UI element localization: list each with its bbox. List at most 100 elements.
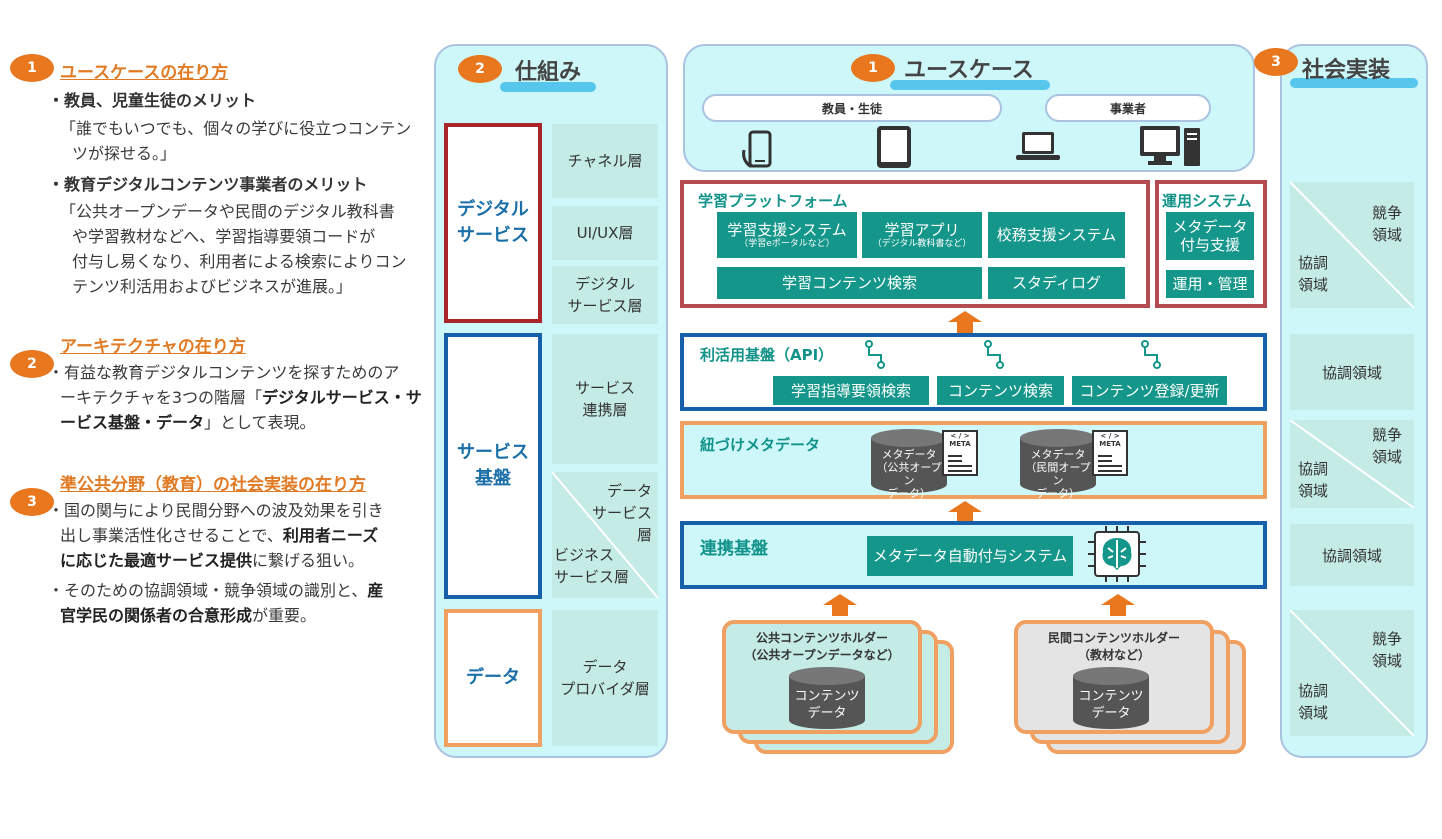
study-log: スタディログ (988, 267, 1125, 299)
usecase-title-underline (890, 80, 1050, 90)
metadata-private-db-icon (1020, 429, 1096, 493)
meta-doc-label-1: < / > META (949, 432, 971, 448)
compete-label-2: 競争 領域 (1371, 426, 1402, 466)
architecture-text-3: ービス基盤・データ」として表現。 (60, 413, 316, 432)
data-layer: データ (444, 609, 542, 747)
metadata-public-db-icon (871, 429, 947, 493)
meta-document-icon-2 (1092, 430, 1128, 476)
compete-coop-cell-1: 競争 領域 協調 領域 (1290, 182, 1414, 308)
meta-doc-label-2: < / > META (1099, 432, 1121, 448)
architecture-text-1: ・有益な教育デジタルコンテンツを探すためのア (48, 363, 400, 382)
social-text-1: ・国の関与により民間分野への波及効果を引き (48, 501, 384, 520)
vendor-merit-text-2: や学習教材などへ、学習指導要領コードが (72, 227, 376, 246)
data-business-layer: データ サービス 層 ビジネス サービス層 (552, 472, 658, 598)
shikumi-title-underline (500, 82, 596, 92)
learning-platform-title: 学習プラットフォーム (698, 192, 848, 210)
up-arrow-3 (823, 594, 857, 616)
coop-cell-1: 協調領域 (1290, 334, 1414, 410)
school-affairs-system: 校務支援システム (988, 212, 1125, 258)
learning-app-sub: （デジタル教科書など） (872, 238, 972, 249)
private-content-db-icon (1073, 667, 1149, 729)
coop-label-2: 協調 領域 (1298, 460, 1329, 500)
social-text-5: 官学民の関係者の合意形成が重要。 (60, 606, 317, 625)
architecture-text-2: ーキテクチャを3つの階層「デジタルサービス・サ (60, 388, 422, 407)
tablet-icon (877, 126, 911, 168)
curriculum-search: 学習指導要領検索 (773, 376, 929, 405)
channel-layer: チャネル層 (552, 124, 658, 198)
number-badge-2: 2 (10, 350, 54, 378)
coop-label-1: 協調 領域 (1298, 254, 1329, 294)
number-badge-shikumi: 2 (458, 55, 502, 83)
service-platform-layer: サービス 基盤 (444, 333, 542, 599)
smartphone-icon (742, 130, 772, 168)
coop-cell-2: 協調領域 (1290, 524, 1414, 586)
vendor-merit-bullet: ・教育デジタルコンテンツ事業者のメリット (48, 175, 368, 194)
operation-system-title: 運用システム (1162, 192, 1252, 210)
compete-coop-cell-2: 競争 領域 協調 領域 (1290, 420, 1414, 508)
usecase-title: ユースケース (904, 58, 1034, 83)
learning-app-label: 学習アプリ (884, 220, 960, 239)
connector-icon-2 (984, 340, 1004, 369)
up-arrow-2 (948, 501, 982, 523)
uiux-layer: UI/UX層 (552, 206, 658, 260)
teacher-merit-text-2: ツが探せる。」 (72, 144, 177, 163)
meta-document-icon-1 (942, 430, 978, 476)
api-platform-title: 利活用基盤（API） (700, 346, 834, 364)
public-holder-title: 公共コンテンツホルダー （公共オープンデータなど） (744, 631, 900, 662)
vendor-merit-text-1: 「公共オープンデータや民間のデジタル教科書 (60, 202, 395, 221)
learning-content-search: 学習コンテンツ検索 (717, 267, 982, 299)
social-heading: 準公共分野（教育）の社会実装の在り方 (60, 475, 366, 495)
metadata-public-label: メタデータ （公共オープン データ） (876, 448, 942, 500)
diagonal-divider (1290, 610, 1414, 736)
diagonal-divider (1290, 182, 1414, 308)
desktop-icon (1140, 126, 1200, 166)
ai-brain-icon (1088, 526, 1146, 582)
social-title: 社会実装 (1302, 58, 1391, 83)
connector-icon-3 (1141, 340, 1161, 369)
metadata-assist: メタデータ 付与支援 (1166, 212, 1254, 260)
laptop-icon (1016, 132, 1060, 160)
vendor-merit-text-4: テンツ利活用およびビジネスが進展。」 (72, 277, 353, 296)
learning-app: 学習アプリ （デジタル教科書など） (862, 212, 982, 258)
business-pill: 事業者 (1045, 94, 1211, 122)
private-holder-title: 民間コンテンツホルダー （教材など） (1047, 631, 1180, 662)
data-service-label: データ サービス 層 (591, 482, 652, 544)
private-content-db-label: コンテンツ データ (1078, 689, 1144, 721)
number-badge-1: 1 (10, 54, 54, 82)
learning-support-system: 学習支援システム （学習eポータルなど） (717, 212, 857, 258)
digital-service-sublayer: デジタル サービス層 (552, 266, 658, 324)
linked-metadata-title: 紐づけメタデータ (700, 436, 821, 454)
teachers-students-pill: 教員・生徒 (702, 94, 1002, 122)
vendor-merit-text-3: 付与し易くなり、利用者による検索によりコン (72, 252, 407, 271)
number-badge-social: 3 (1254, 48, 1298, 76)
content-register-update: コンテンツ登録/更新 (1072, 376, 1227, 405)
number-badge-usecase: 1 (851, 54, 895, 82)
connector-icon-1 (865, 340, 885, 369)
digital-service-layer: デジタル サービス (444, 123, 542, 323)
architecture-heading: アーキテクチャの在り方 (60, 337, 246, 357)
operation-management: 運用・管理 (1166, 270, 1254, 298)
social-text-3: に応じた最適サービス提供に繋げる狙い。 (60, 551, 365, 570)
usecase-heading: ユースケースの在り方 (60, 63, 229, 83)
number-badge-3: 3 (10, 488, 54, 516)
diagonal-divider (552, 472, 658, 598)
social-text-2: 出し事業活性化させることで、利用者ニーズ (60, 526, 379, 545)
compete-label-1: 競争 領域 (1371, 204, 1402, 244)
service-link-layer: サービス 連携層 (552, 334, 658, 464)
compete-label-3: 競争 領域 (1371, 630, 1402, 670)
social-text-4: ・そのための協調領域・競争領域の識別と、産 (48, 581, 384, 600)
data-provider-layer: データ プロバイダ層 (552, 610, 658, 746)
diagonal-divider (1290, 420, 1414, 508)
metadata-private-label: メタデータ （民間オープン データ） (1025, 448, 1091, 500)
business-service-label: ビジネス サービス層 (554, 546, 630, 586)
shikumi-title: 仕組み (515, 60, 582, 85)
compete-coop-cell-3: 競争 領域 協調 領域 (1290, 610, 1414, 736)
teacher-merit-text-1: 「誰でもいつでも、個々の学びに役立つコンテン (60, 119, 412, 138)
up-arrow-4 (1101, 594, 1135, 616)
coop-label-3: 協調 領域 (1298, 682, 1329, 722)
learning-support-sub: （学習eポータルなど） (739, 238, 835, 249)
content-search: コンテンツ検索 (937, 376, 1064, 405)
social-title-underline (1290, 78, 1418, 88)
public-content-db-icon (789, 667, 865, 729)
integration-platform-title: 連携基盤 (700, 539, 768, 559)
